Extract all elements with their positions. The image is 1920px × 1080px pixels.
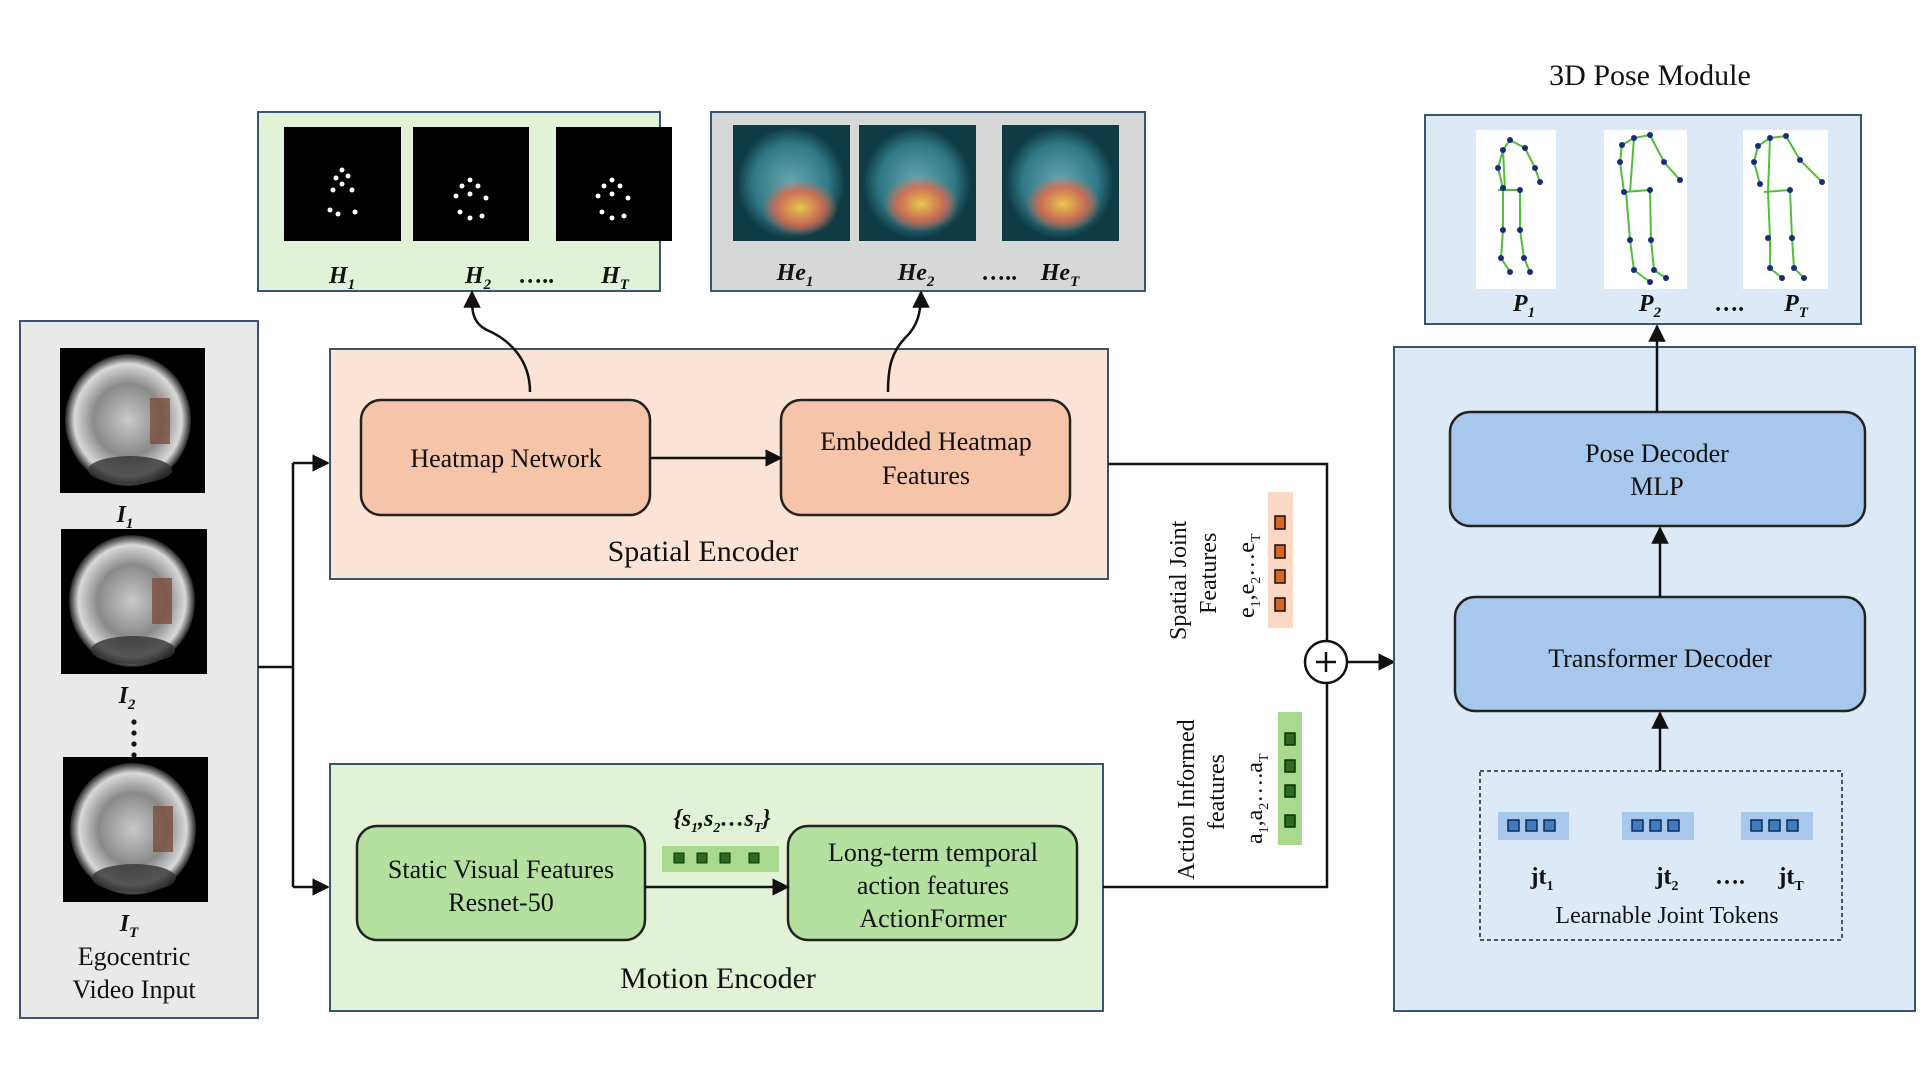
embedded-label-2: He2 — [897, 260, 935, 290]
input-caption-line-1: Egocentric — [78, 942, 191, 971]
heatmap-output-arrow — [463, 290, 532, 393]
transformer-decoder-label: Transformer Decoder — [1548, 644, 1772, 673]
action-informed-features-sequence: a1,a2….aT — [1242, 753, 1272, 844]
input-frame-2 — [61, 529, 207, 674]
joint-tokens-caption: Learnable Joint Tokens — [1555, 903, 1778, 929]
pose-skeleton-t — [1743, 130, 1828, 289]
heatmap-image-2 — [413, 127, 529, 241]
input-frame-t — [63, 757, 208, 902]
spatial-encoder: Heatmap Network Embedded Heatmap Feature… — [329, 290, 1109, 580]
pose-skeleton-2 — [1604, 130, 1687, 289]
pose-ellipsis: …. — [1715, 291, 1745, 317]
spatial-joint-features-line-1: Spatial Joint — [1166, 520, 1192, 640]
pose-skeleton-1 — [1476, 130, 1556, 289]
pose-label-2: P2 — [1638, 291, 1662, 321]
motion-encoder-title: Motion Encoder — [620, 962, 816, 995]
heatmap-image-t — [556, 127, 672, 241]
pose-decoder-line-1: Pose Decoder — [1585, 439, 1729, 468]
spatial-to-fusion-line — [1108, 462, 1329, 642]
static-visual-features-box — [355, 824, 647, 942]
embedded-output-arrow — [886, 290, 930, 393]
action-informed-features: Action Informed features a1,a2….aT — [1174, 712, 1302, 880]
pose-module-title: 3D Pose Module — [1549, 59, 1751, 92]
motion-to-fusion-line — [1103, 682, 1329, 889]
action-informed-features-line-1: Action Informed — [1174, 719, 1200, 880]
embedded-heatmap-image-t — [1002, 125, 1119, 241]
long-term-temporal-line-3: ActionFormer — [859, 904, 1007, 933]
input-frame-t-label: IT — [119, 911, 139, 941]
joint-token-ellipsis: …. — [1715, 864, 1745, 890]
addition-node — [1303, 639, 1349, 685]
long-term-temporal-line-2: action features — [857, 871, 1009, 900]
joint-token-label-t: jtT — [1777, 864, 1804, 894]
embedded-heatmap-line-2: Features — [882, 461, 970, 490]
spatial-joint-features: Spatial Joint Features e1,e2…eT — [1166, 492, 1293, 640]
static-sequence-label: {s1,s2…sT} — [673, 806, 771, 836]
joint-token-t — [1741, 812, 1813, 840]
embedded-ellipsis: ….. — [982, 260, 1018, 286]
input-frame-1 — [60, 348, 205, 493]
input-panel: I1 I2 IT Egocentric Video Input — [19, 320, 259, 1019]
static-feature-vector — [662, 846, 779, 872]
pose-module: 3D Pose Module — [1393, 59, 1916, 1012]
pose-decoder-line-2: MLP — [1630, 472, 1683, 501]
static-visual-features-line-1: Static Visual Features — [388, 855, 614, 884]
static-visual-features-line-2: Resnet-50 — [448, 888, 553, 917]
joint-token-2 — [1622, 812, 1694, 840]
spatial-joint-features-sequence: e1,e2…eT — [1234, 533, 1264, 618]
joint-token-label-1: jt1 — [1530, 864, 1554, 894]
heatmap-label-1: H1 — [328, 263, 355, 293]
spatial-joint-features-line-2: Features — [1196, 533, 1222, 614]
action-informed-features-line-2: features — [1204, 754, 1230, 830]
embedded-heatmap-line-1: Embedded Heatmap — [820, 427, 1032, 456]
feature-fusion — [1103, 462, 1396, 889]
pose-label-t: PT — [1783, 291, 1809, 321]
heatmap-label-2: H2 — [464, 263, 492, 293]
input-split-arrows — [258, 454, 330, 896]
heatmap-image-1 — [284, 127, 401, 241]
long-term-temporal-line-1: Long-term temporal — [828, 838, 1038, 867]
embedded-label-t: HeT — [1040, 260, 1080, 290]
heatmap-ellipsis: ….. — [519, 263, 555, 289]
heatmap-network-label: Heatmap Network — [410, 444, 601, 473]
embedded-heatmap-image-2 — [859, 125, 976, 241]
pose-decoder-box — [1448, 410, 1867, 528]
vertical-ellipsis — [131, 719, 137, 758]
pose-label-1: P1 — [1512, 291, 1535, 321]
heatmap-label-t: HT — [600, 263, 630, 293]
embedded-label-1: He1 — [776, 260, 814, 290]
motion-encoder: Static Visual Features Resnet-50 Long-te… — [329, 763, 1104, 1012]
joint-token-1 — [1498, 812, 1569, 840]
embedded-heatmap-image-1 — [733, 125, 850, 241]
embedded-heatmap-box — [779, 398, 1072, 517]
input-frame-1-label: I1 — [116, 502, 134, 532]
spatial-encoder-title: Spatial Encoder — [608, 535, 799, 568]
joint-token-label-2: jt2 — [1655, 864, 1679, 894]
input-frame-2-label: I2 — [118, 683, 136, 713]
input-caption-line-2: Video Input — [72, 975, 196, 1004]
embedded-heatmap-panel: He1 He2 ….. HeT — [710, 111, 1146, 292]
heatmap-output-panel: H1 H2 ….. HT — [257, 111, 672, 293]
